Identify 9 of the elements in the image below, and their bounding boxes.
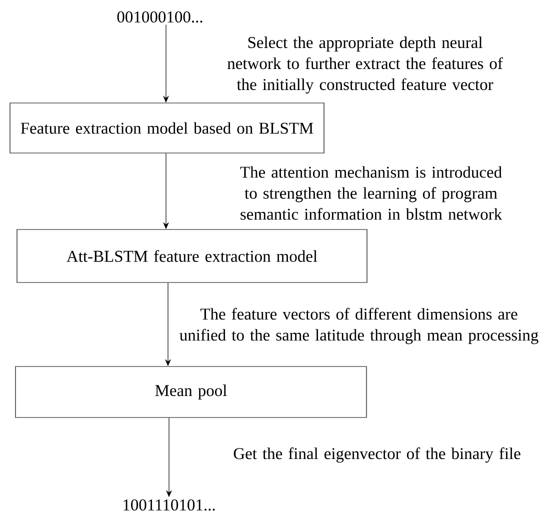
edge-label: Select the appropriate depth neural network to further extract the features of the initially constructed feature vector bbox=[227, 36, 503, 94]
process-box: Att-BLSTM feature extraction model bbox=[16, 229, 368, 283]
binary-string: 1001110101... bbox=[124, 499, 215, 511]
process-box: Feature extraction model based on BLSTM bbox=[10, 102, 324, 154]
binary-string: 001000100... bbox=[117, 11, 202, 23]
process-box: Mean pool bbox=[15, 366, 367, 418]
edge-label: The attention mechanism is introduced to strengthen the learning of program semantic information in blstm network bbox=[240, 166, 502, 220]
edge-label: Get the final eigenvector of the binary file bbox=[234, 447, 520, 463]
edge-label: The feature vectors of different dimensions are unified to the same latitude through mean processing bbox=[180, 308, 538, 344]
